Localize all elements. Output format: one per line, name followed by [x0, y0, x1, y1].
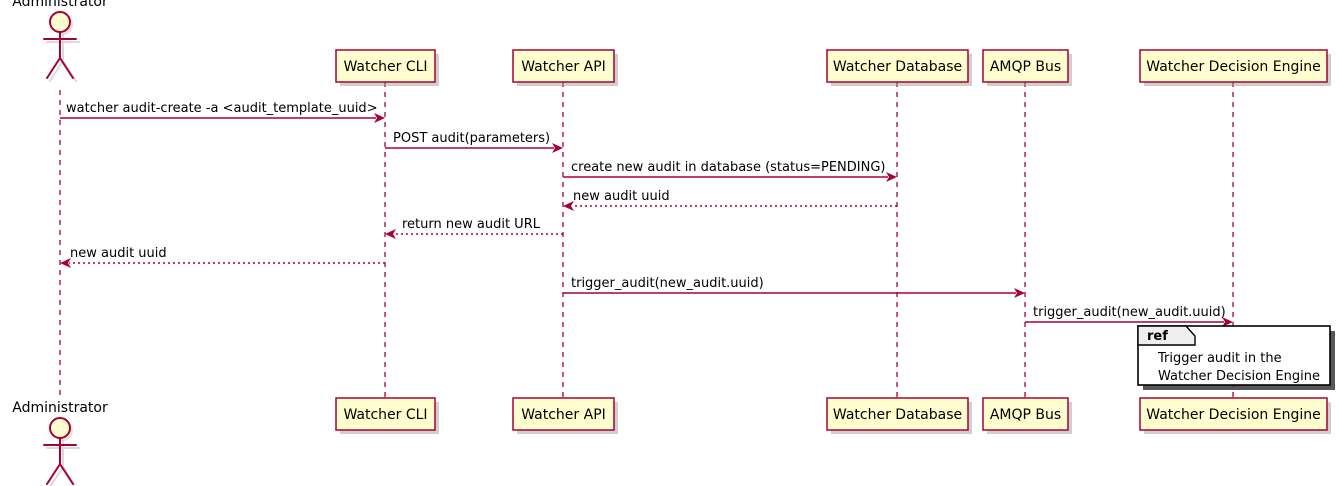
message-arrowhead-msg-4: [563, 201, 574, 211]
ref-fragment-box: [1137, 325, 1331, 386]
ref-fragment-tab: [1137, 325, 1196, 346]
participant-box-watcher-decision-engine[interactable]: [1139, 397, 1328, 431]
participant-label-watcher-decision-engine: Watcher Decision Engine: [1146, 59, 1320, 75]
actor-head-icon: [49, 11, 71, 33]
participant-box-amqp-bus[interactable]: [982, 49, 1069, 83]
message-label-msg-4: new audit uuid: [573, 189, 670, 204]
participant-label-watcher-decision-engine: Watcher Decision Engine: [1146, 407, 1320, 423]
participant-watcher-database[interactable]: Watcher Database: [826, 49, 972, 86]
participants-bottom-layer: Administrator Watcher CLI Watcher API Watch…: [12, 397, 1331, 486]
message-label-msg-7: trigger_audit(new_audit.uuid): [571, 276, 764, 291]
message-arrowhead-msg-5: [385, 229, 396, 239]
message-msg-2: POST audit(parameters): [385, 131, 563, 153]
participant-label-watcher-cli: Watcher CLI: [343, 59, 427, 75]
message-arrowhead-msg-6: [60, 258, 71, 268]
participant-box-watcher-api[interactable]: [512, 49, 615, 83]
message-arrowhead-msg-1: [374, 113, 385, 123]
message-label-msg-3: create new audit in database (status=PEN…: [571, 160, 886, 175]
participant-label-watcher-database: Watcher Database: [833, 407, 962, 423]
participant-box-watcher-database[interactable]: [826, 397, 969, 431]
participant-watcher-api[interactable]: Watcher API: [512, 49, 618, 86]
message-msg-3: create new audit in database (status=PEN…: [563, 160, 897, 182]
participant-label-watcher-api: Watcher API: [521, 59, 606, 75]
actor-figure-administrator: [43, 417, 77, 485]
message-label-msg-6: new audit uuid: [70, 246, 167, 261]
participant-box-watcher-cli[interactable]: [335, 49, 436, 83]
participant-box-amqp-bus[interactable]: [982, 397, 1069, 431]
message-label-msg-2: POST audit(parameters): [393, 131, 550, 146]
participant-amqp-bus[interactable]: AMQP Bus: [982, 397, 1072, 434]
participant-watcher-decision-engine[interactable]: Watcher Decision Engine: [1139, 49, 1331, 86]
actor-body-icon: [43, 437, 77, 485]
lifelines-layer: [59, 82, 1234, 400]
message-msg-5: return new audit URL: [385, 217, 563, 239]
participant-label-amqp-bus: AMQP Bus: [990, 407, 1061, 423]
message-arrowhead-msg-2: [552, 143, 563, 153]
message-msg-7: trigger_audit(new_audit.uuid): [563, 276, 1025, 298]
message-label-msg-1: watcher audit-create -a <audit_template_…: [66, 101, 378, 116]
message-arrowhead-msg-7: [1014, 288, 1025, 298]
ref-fragment-tab-label: ref: [1147, 329, 1168, 344]
participant-label-amqp-bus: AMQP Bus: [990, 59, 1061, 75]
actor-body-icon: [43, 31, 77, 79]
participant-label-watcher-api: Watcher API: [521, 407, 606, 423]
message-arrowhead-msg-8: [1222, 317, 1233, 327]
participant-label-watcher-cli: Watcher CLI: [343, 407, 427, 423]
participant-watcher-database[interactable]: Watcher Database: [826, 397, 972, 434]
ref-fragment-line-0: Trigger audit in the: [1157, 351, 1282, 366]
message-msg-4: new audit uuid: [563, 189, 897, 211]
participant-label-administrator: Administrator: [12, 400, 108, 416]
participant-label-watcher-database: Watcher Database: [833, 59, 962, 75]
messages-layer: watcher audit-create -a <audit_template_…: [60, 101, 1233, 327]
participant-watcher-cli[interactable]: Watcher CLI: [335, 49, 439, 86]
message-msg-1: watcher audit-create -a <audit_template_…: [60, 101, 385, 123]
actor-figure-administrator: [43, 11, 77, 79]
message-arrowhead-msg-3: [886, 172, 897, 182]
message-msg-8: trigger_audit(new_audit.uuid): [1025, 305, 1233, 327]
message-label-msg-5: return new audit URL: [402, 217, 541, 232]
participant-label-administrator: Administrator: [12, 0, 108, 10]
actor-head-icon: [49, 417, 71, 439]
participant-watcher-cli[interactable]: Watcher CLI: [335, 397, 439, 434]
participant-box-watcher-decision-engine[interactable]: [1139, 49, 1328, 83]
participant-watcher-api[interactable]: Watcher API: [512, 397, 618, 434]
participant-box-watcher-api[interactable]: [512, 397, 615, 431]
participant-amqp-bus[interactable]: AMQP Bus: [982, 49, 1072, 86]
participant-box-watcher-database[interactable]: [826, 49, 969, 83]
participant-watcher-decision-engine[interactable]: Watcher Decision Engine: [1139, 397, 1331, 434]
ref-fragment-line-1: Watcher Decision Engine: [1158, 369, 1320, 384]
message-msg-6: new audit uuid: [60, 246, 385, 268]
message-label-msg-8: trigger_audit(new_audit.uuid): [1033, 305, 1226, 320]
participant-box-watcher-cli[interactable]: [335, 397, 436, 431]
